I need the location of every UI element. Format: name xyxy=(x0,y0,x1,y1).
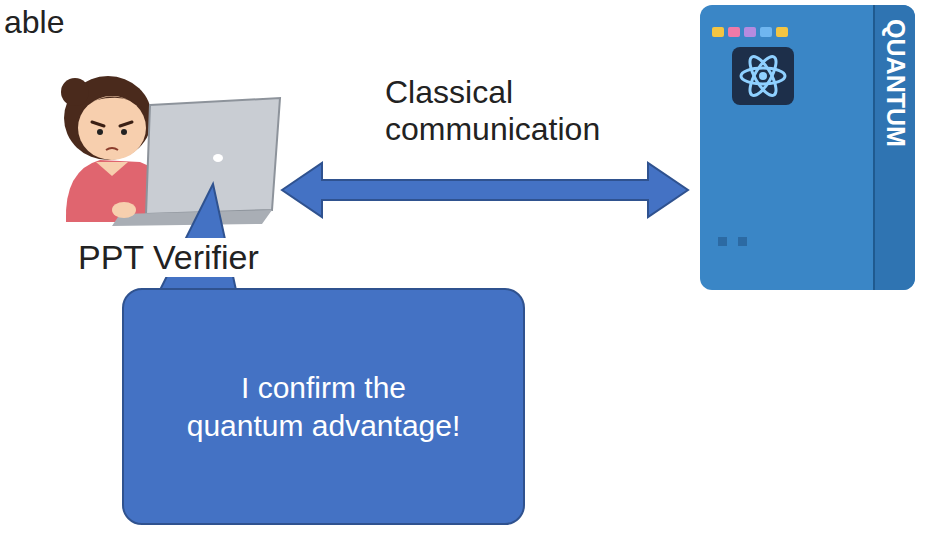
callout-text: I confirm the quantum advantage! xyxy=(181,369,466,444)
vertical-brand: QUANTUM xyxy=(881,19,910,147)
callout-box: I confirm the quantum advantage! xyxy=(122,288,525,525)
cut-heading: able xyxy=(4,4,65,41)
laptop xyxy=(112,98,280,226)
verifier-label: PPT Verifier xyxy=(75,238,262,277)
quantum-computer: QUANTUM xyxy=(700,5,915,290)
double-arrow xyxy=(282,163,688,217)
channel-label: Classical communication xyxy=(385,74,675,148)
